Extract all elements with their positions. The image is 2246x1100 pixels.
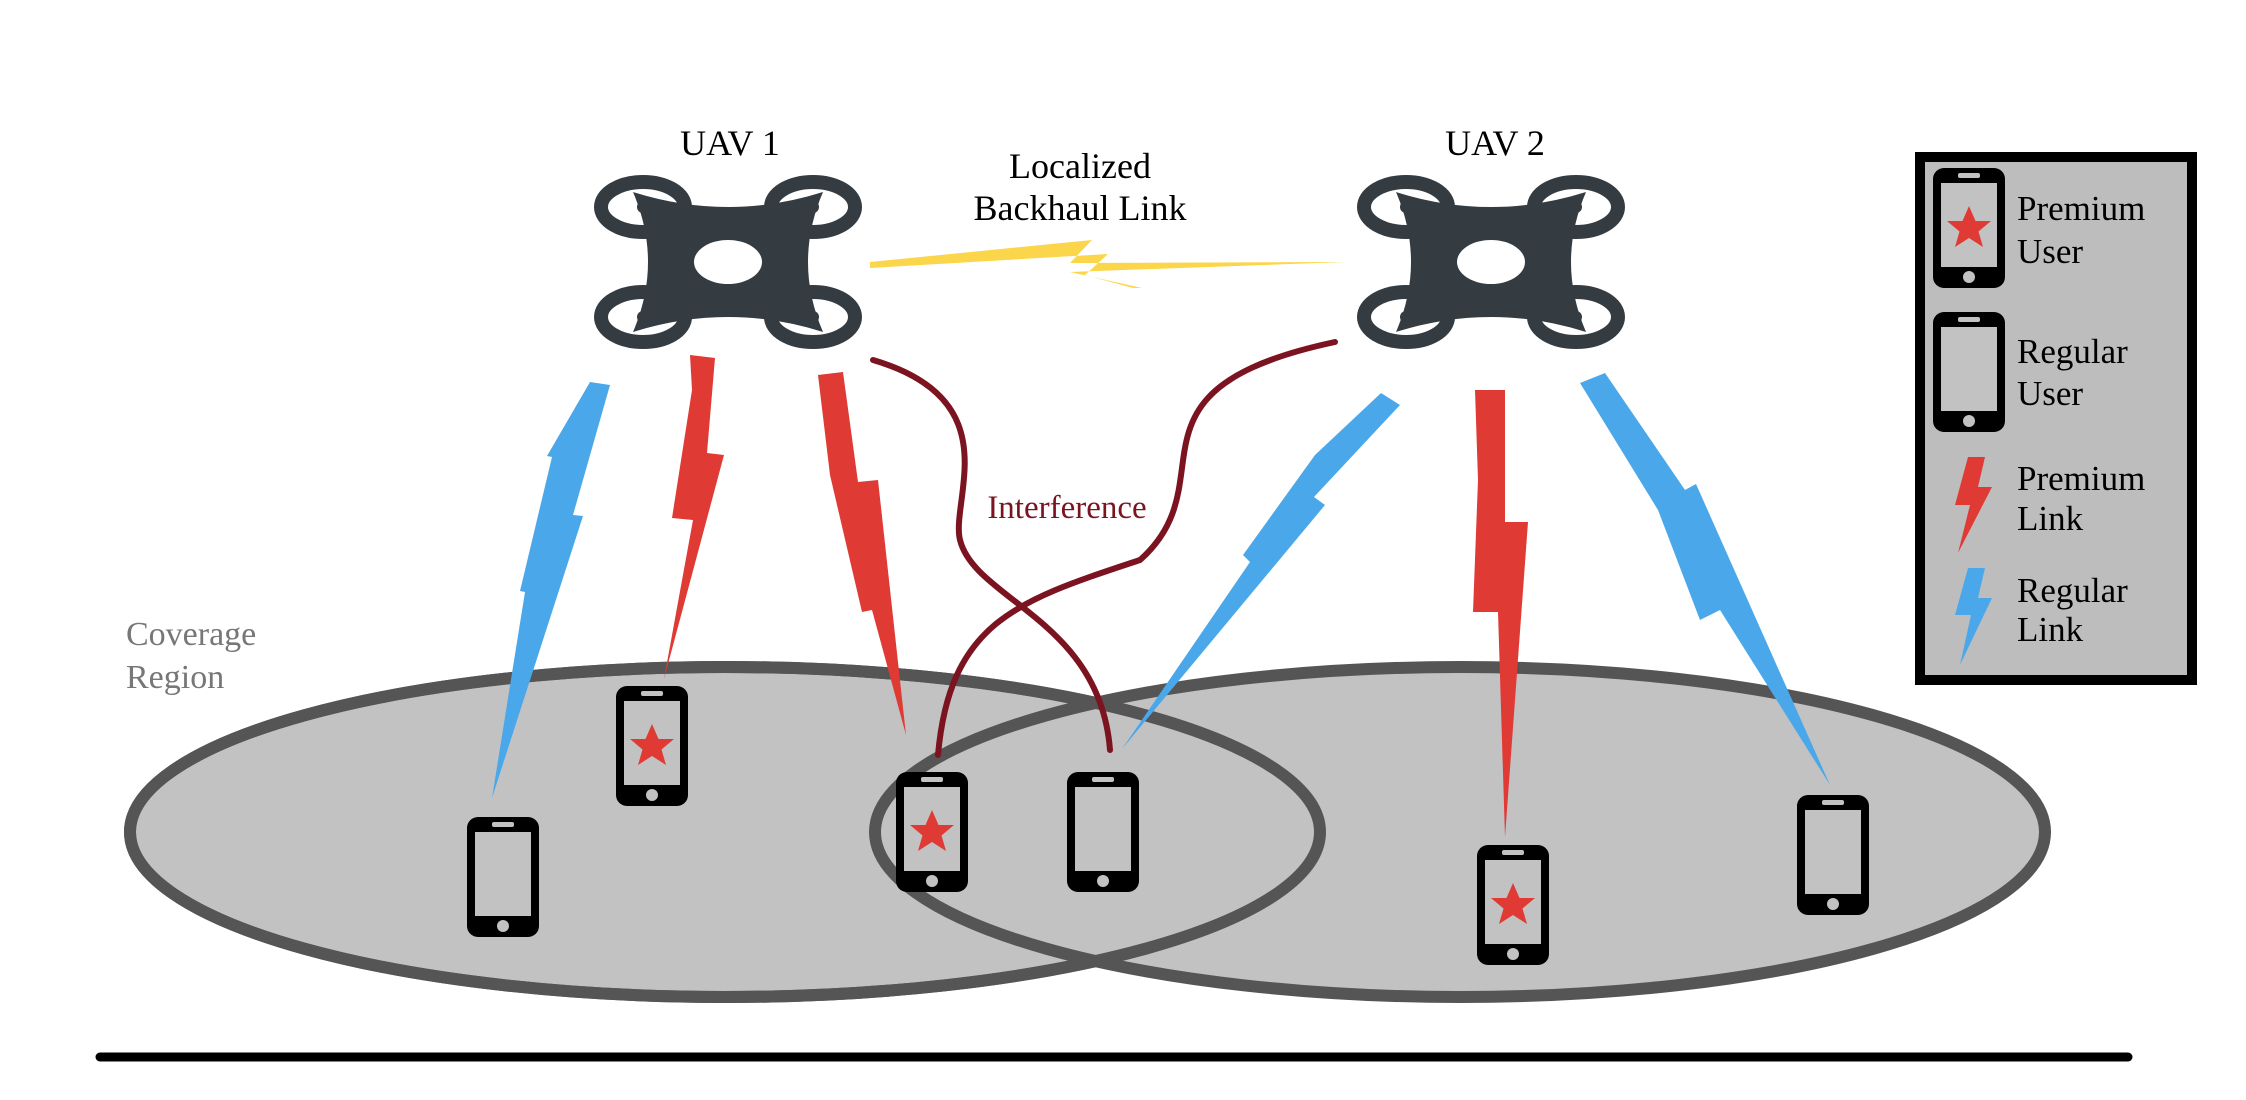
uav1-drone-icon xyxy=(601,182,855,342)
uav2-drone-icon xyxy=(1364,182,1618,342)
uav2-regular-user-phone-icon xyxy=(1797,795,1869,915)
coverage-label-line2: Region xyxy=(126,659,224,696)
interference-curves xyxy=(870,339,1338,758)
legend-regular-link-bolt-icon xyxy=(1955,568,1992,665)
uav2-premium-link-bolt xyxy=(1473,390,1528,837)
uav2-premium-user-phone-icon xyxy=(1477,845,1549,965)
legend-premium-user-label-line1: Premium xyxy=(2017,189,2145,228)
legend-regular-link-label-line2: Link xyxy=(2017,610,2084,649)
legend-regular-user-phone-icon xyxy=(1933,312,2005,432)
uav2-regular-link-1-bolt xyxy=(1122,393,1400,749)
legend-premium-link-label-line2: Link xyxy=(2017,499,2084,538)
backhaul-link-bolt xyxy=(870,240,1345,288)
uav1-premium-link-1-bolt xyxy=(664,355,724,679)
coverage-label-line1: Coverage xyxy=(126,616,256,653)
interference-curve-1 xyxy=(870,357,1113,753)
overlap-premium-user-phone-icon xyxy=(896,772,968,892)
uav1-premium-user-1-phone-icon xyxy=(616,686,688,806)
uav1-label: UAV 1 xyxy=(680,123,780,163)
backhaul-label-line1: Localized xyxy=(1009,146,1151,186)
uav2-label: UAV 2 xyxy=(1445,123,1545,163)
uav1-regular-user-phone-icon xyxy=(467,817,539,937)
overlap-regular-user-phone-icon xyxy=(1067,772,1139,892)
uav2-regular-link-2-bolt xyxy=(1580,373,1830,785)
legend-premium-link-bolt-icon xyxy=(1955,457,1992,553)
backhaul-label-line2: Backhaul Link xyxy=(974,188,1187,228)
coverage-region-uav1-outline xyxy=(124,661,1326,1003)
legend-regular-link-label-line1: Regular xyxy=(2017,571,2128,610)
coverage-regions xyxy=(124,661,2051,1003)
legend-regular-user-label-line2: User xyxy=(2017,374,2083,413)
legend-premium-user-label-line2: User xyxy=(2017,232,2083,271)
uav1-regular-link-bolt xyxy=(492,382,610,798)
legend-premium-user-phone-icon xyxy=(1933,168,2005,288)
interference-label: Interference xyxy=(987,490,1146,526)
uav1-premium-link-2-bolt xyxy=(818,372,906,735)
coverage-region-uav2 xyxy=(869,661,2051,1003)
legend-premium-link-label-line1: Premium xyxy=(2017,459,2145,498)
legend: Premium User Regular User Premium Link R… xyxy=(1915,152,2197,685)
interference-curve-2 xyxy=(935,339,1338,758)
legend-regular-user-label-line1: Regular xyxy=(2017,332,2128,371)
